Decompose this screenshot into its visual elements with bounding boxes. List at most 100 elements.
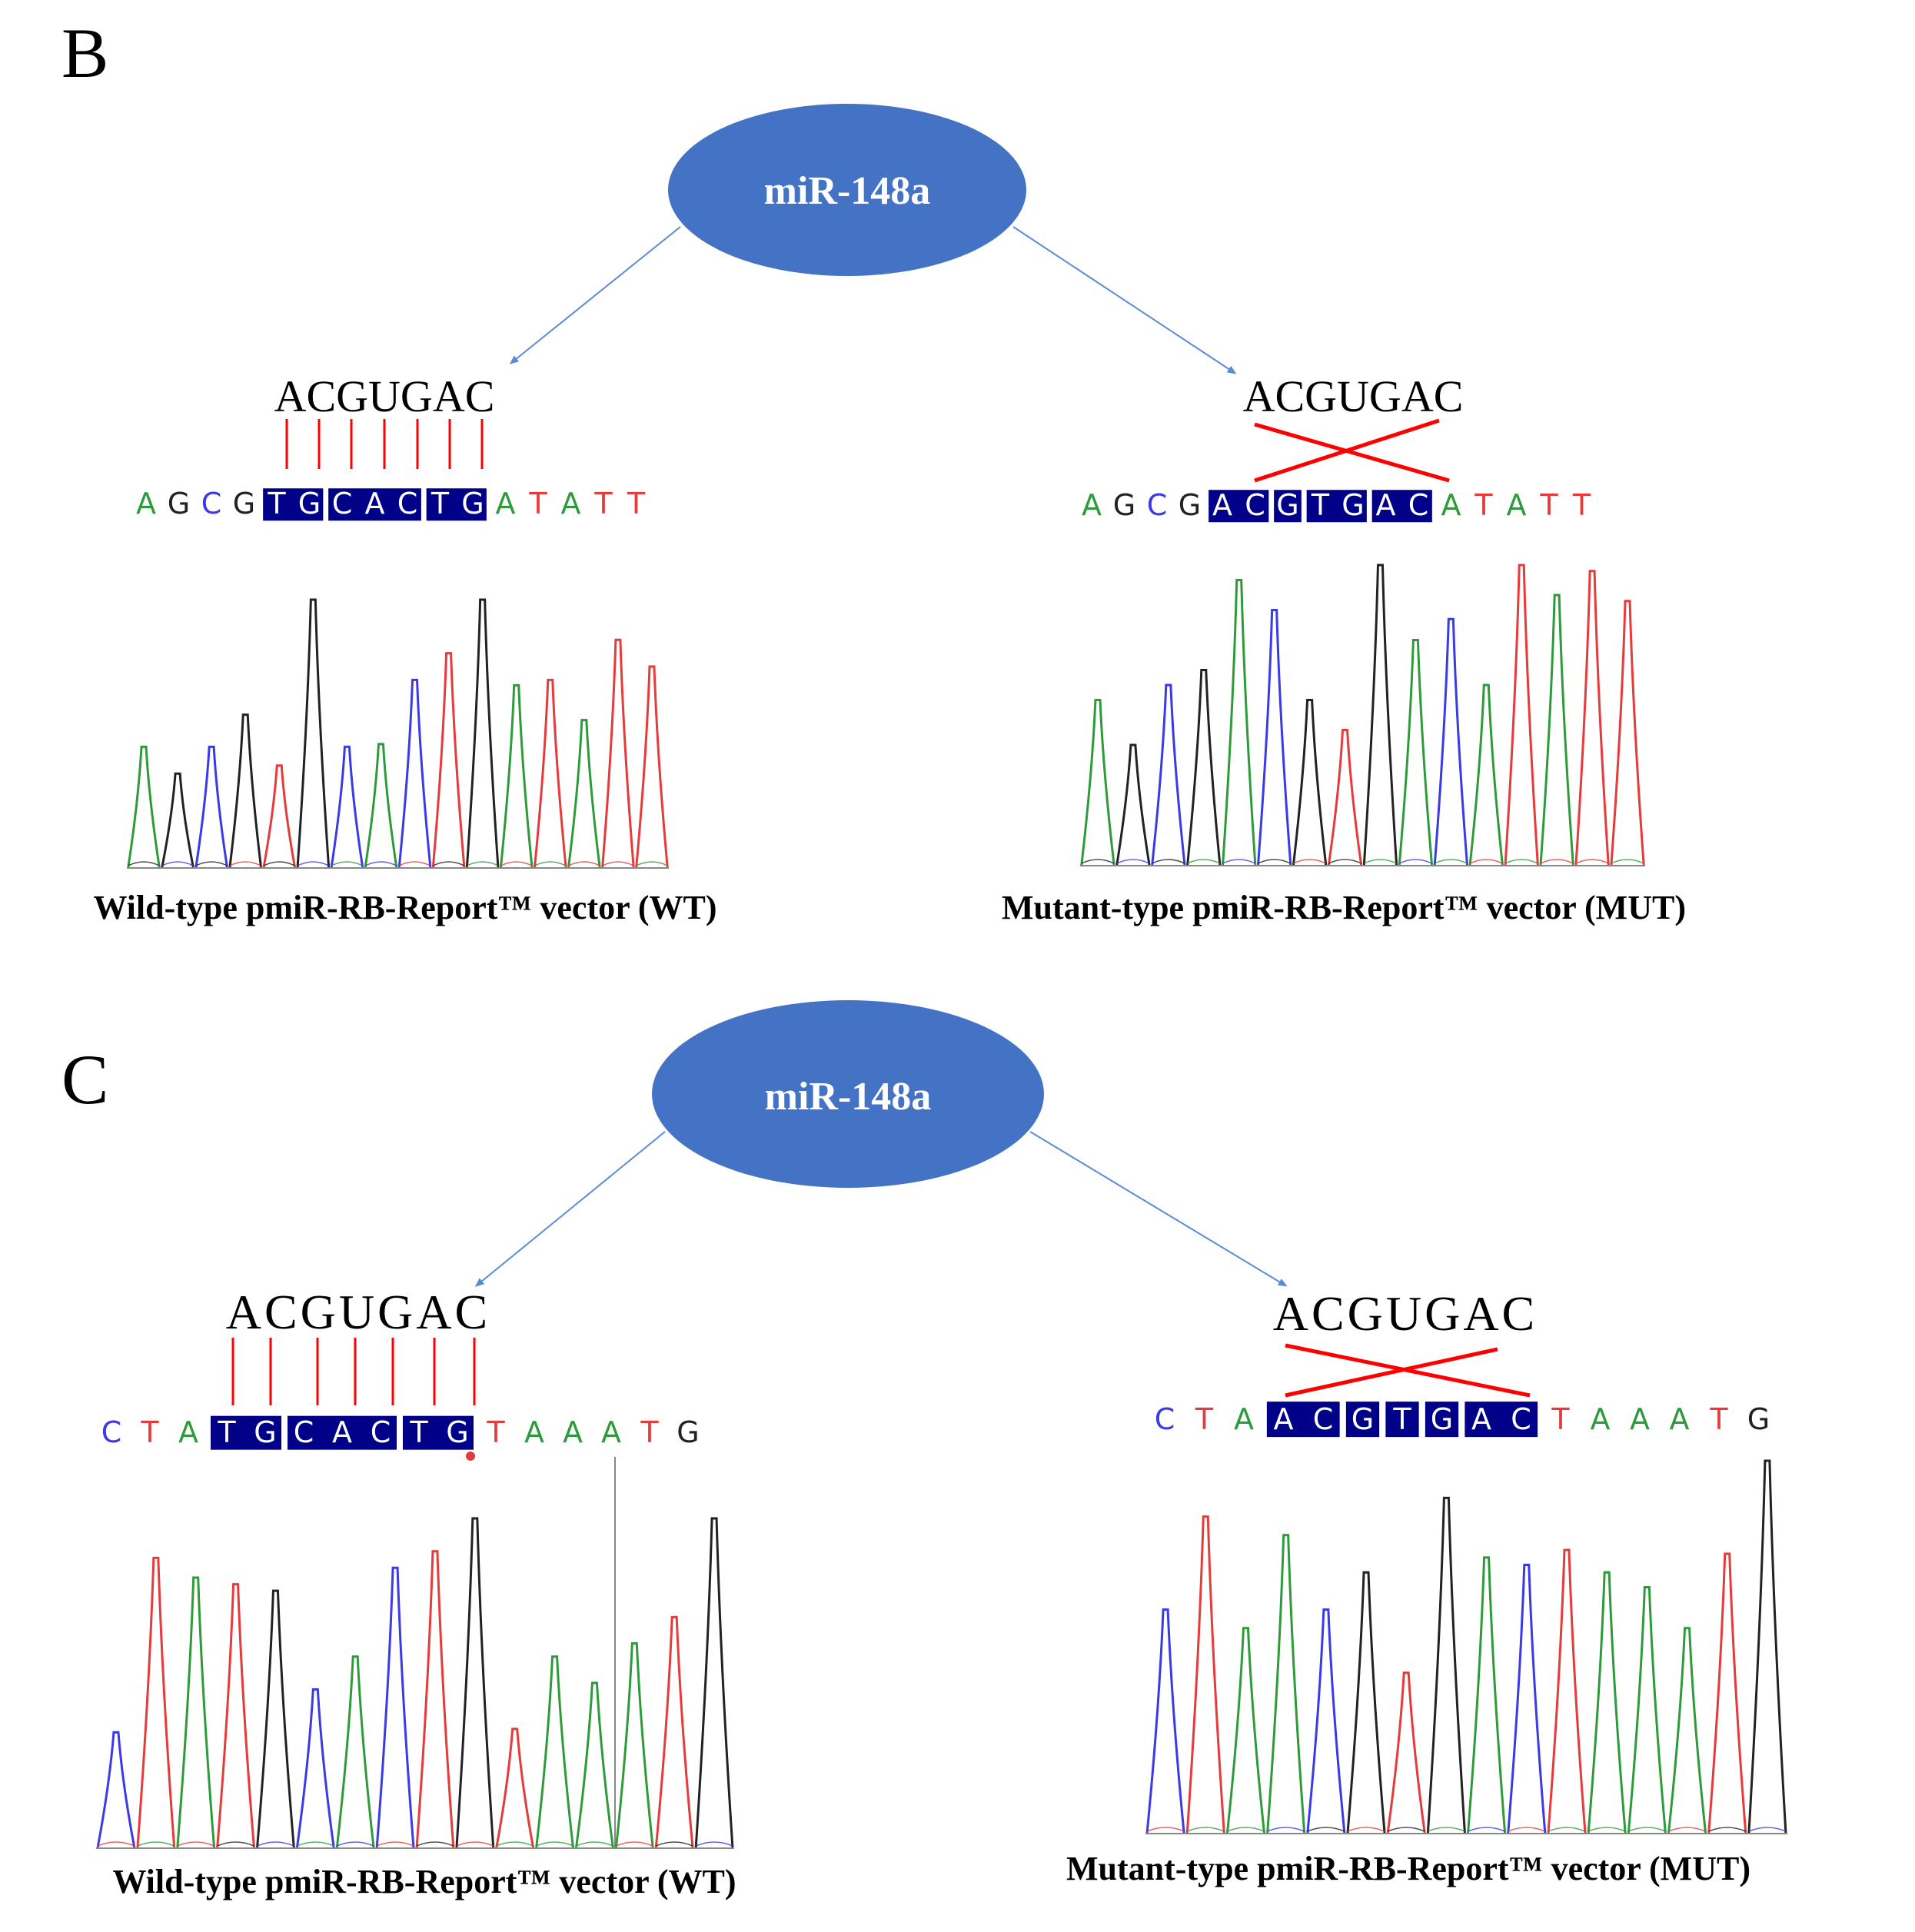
trace-peak — [654, 1615, 694, 1848]
trace-peak — [415, 1550, 455, 1848]
trace-noise — [376, 1841, 414, 1847]
base-letter: T — [640, 1415, 659, 1449]
mirna-seed-sequence: ACGUGAC — [1273, 1286, 1538, 1341]
trace-peak — [216, 1583, 255, 1848]
highlight-box — [1425, 1402, 1459, 1438]
trace-noise — [1293, 859, 1327, 864]
base-letter: T — [1392, 1402, 1411, 1436]
trace-noise — [195, 861, 228, 866]
trace-noise — [97, 1841, 135, 1847]
base-letter: T — [1551, 1402, 1570, 1436]
base-letter: T — [528, 487, 547, 520]
trace-peak — [1222, 579, 1257, 866]
trace-noise — [456, 1841, 494, 1847]
caption: Mutant-type pmiR-RB-Report™ vector (MUT) — [1002, 889, 1686, 926]
base-letter: T — [1195, 1402, 1214, 1436]
highlight-box — [288, 1415, 397, 1450]
trace-peak — [1507, 1564, 1547, 1834]
marker-dot — [466, 1451, 475, 1461]
mirna-seed-sequence: ACGUGAC — [1243, 371, 1464, 421]
cross-icon — [1285, 1343, 1531, 1398]
trace-noise — [1504, 859, 1538, 864]
base-letter: A — [365, 487, 385, 520]
trace-noise — [1307, 1827, 1345, 1832]
highlight-box — [1465, 1402, 1538, 1438]
base-letter: G — [1113, 488, 1135, 522]
trace-peak — [1115, 743, 1151, 866]
trace-peak — [1257, 609, 1292, 866]
mirna-label: miR-148a — [764, 169, 931, 213]
trace-peak — [1186, 669, 1222, 866]
highlight-box — [263, 488, 324, 521]
trace-noise — [297, 861, 329, 866]
arrow-icon — [1012, 226, 1237, 374]
trace-peak — [495, 1727, 535, 1848]
trace-peak — [1327, 729, 1363, 866]
trace-noise — [331, 861, 364, 866]
base-letter: G — [1747, 1402, 1770, 1436]
base-letter: G — [298, 487, 321, 520]
base-letter: C — [294, 1415, 314, 1449]
trace-peak — [176, 1576, 216, 1848]
trace-peak — [330, 745, 364, 868]
trace-peak — [1627, 1586, 1667, 1834]
trace-peak — [127, 745, 161, 868]
trace-noise — [364, 861, 397, 866]
trace-peak — [1145, 1608, 1185, 1834]
panel-letter-b: B — [62, 14, 108, 92]
base-letter: A — [563, 1415, 583, 1449]
highlight-box — [211, 1415, 281, 1450]
arrow-icon — [1029, 1131, 1288, 1287]
trace-noise — [534, 861, 567, 866]
trace-noise — [432, 861, 465, 866]
trace-peak — [431, 652, 466, 868]
chromatogram — [96, 1517, 734, 1849]
trace-peak — [694, 1517, 734, 1848]
trace-noise — [263, 861, 295, 866]
trace-noise — [1347, 1827, 1385, 1832]
trace-noise — [398, 861, 431, 866]
highlight-box — [1345, 1402, 1380, 1438]
trace-noise — [1540, 859, 1574, 864]
base-letter: A — [1212, 488, 1232, 522]
trace-peak — [375, 1566, 415, 1848]
trace-noise — [1575, 859, 1609, 864]
trace-noise — [128, 861, 160, 866]
trace-noise — [1588, 1827, 1626, 1832]
base-letter: C — [371, 1415, 391, 1449]
base-letter: A — [1234, 1402, 1254, 1436]
trace-noise — [1628, 1827, 1666, 1832]
trace-peak — [465, 598, 500, 868]
trace-peak — [1306, 1608, 1346, 1834]
trace-peak — [194, 745, 228, 868]
trace-noise — [257, 1841, 294, 1847]
highlight-box — [1266, 1402, 1340, 1438]
trace-noise — [217, 1841, 254, 1847]
trace-noise — [1258, 859, 1292, 864]
trace-noise — [137, 1841, 175, 1847]
highlight-box — [1371, 490, 1432, 523]
base-letter: A — [178, 1415, 198, 1449]
trace-noise — [656, 1841, 693, 1847]
pairing-lines — [285, 419, 484, 469]
trace-noise — [1748, 1827, 1787, 1832]
trace-noise — [297, 1841, 334, 1847]
trace-noise — [1227, 1827, 1265, 1832]
trace-peak — [161, 772, 194, 868]
trace-noise — [1398, 859, 1432, 864]
base-letter: G — [1431, 1402, 1453, 1436]
trace-peak — [499, 683, 534, 868]
base-letter: G — [168, 487, 190, 520]
trace-peak — [535, 1655, 574, 1848]
base-letter: A — [1630, 1402, 1650, 1436]
base-letter: C — [1408, 488, 1429, 522]
trace-noise — [1428, 1827, 1465, 1832]
